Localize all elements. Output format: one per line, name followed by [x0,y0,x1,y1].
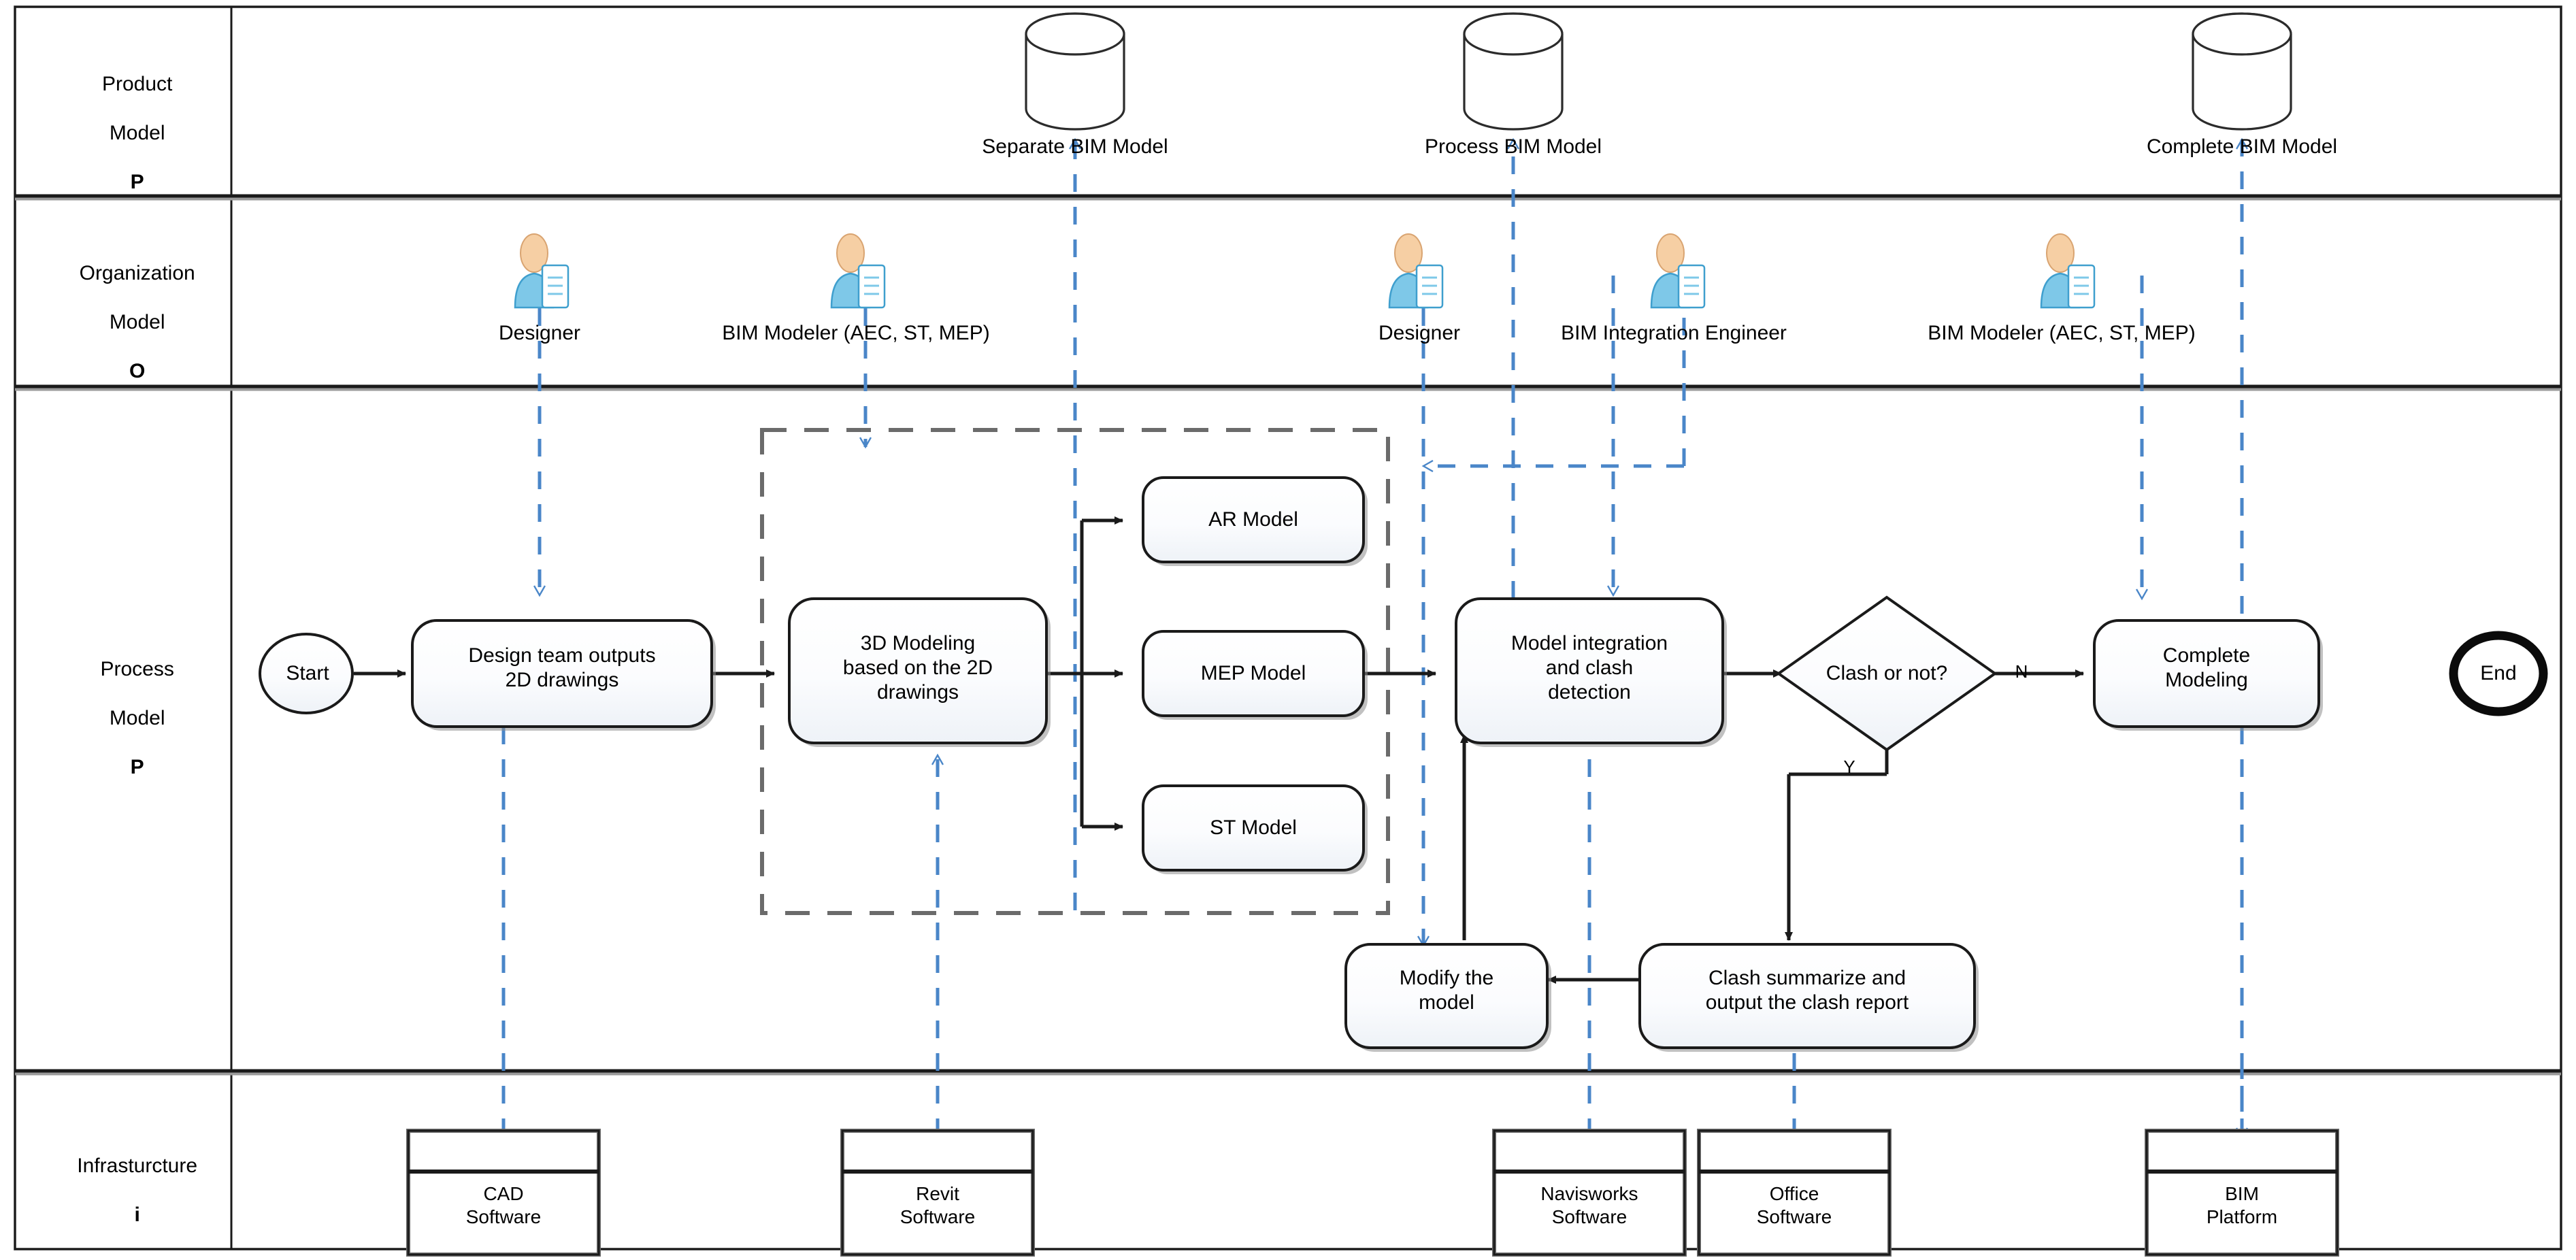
product-model-label-complete: Complete BIM Model [2146,135,2338,158]
node-st-model[interactable] [1142,784,1368,874]
product-model-cylinder-process [1463,12,1564,131]
swimlane-frame [14,5,2562,1250]
actor-icon-bim-modeler-2 [2040,233,2096,309]
infra-shape-cad[interactable] [406,1129,601,1257]
actor-icon-designer-1 [514,233,569,309]
swimlane-label-organization: Organization Model O [20,237,231,408]
node-ar-model[interactable] [1142,476,1368,566]
role-label-designer-1: Designer [498,322,581,344]
node-mep-model[interactable] [1142,630,1368,720]
node-label-mep-model: MEP Model [1200,662,1306,684]
role-label-bim-integration-engineer: BIM Integration Engineer [1561,322,1787,344]
modeling-group-box [760,428,1390,915]
product-model-label-process: Process BIM Model [1424,135,1602,158]
node-clash-report[interactable] [1638,943,1979,1052]
node-start[interactable] [259,633,354,714]
actor-icon-bim-integration-engineer [1650,233,1706,309]
node-integration-clash[interactable] [1455,597,1727,747]
swimlane-code-infrastructure: i [134,1204,140,1226]
node-label-integration-clash: Model integration and clash detection [1510,632,1668,703]
infra-label-revit: Revit Software [899,1183,976,1227]
node-label-clash-report: Clash summarize and output the clash rep… [1705,967,1909,1014]
node-label-clash-or-not: Clash or not? [1826,662,1948,684]
node-label-design-2d: Design team outputs 2D drawings [468,644,656,691]
node-complete-modeling[interactable] [2093,619,2323,731]
role-label-bim-modeler-2: BIM Modeler (AEC, ST, MEP) [1928,322,2196,344]
edge-label-branch-yes: Y [1843,757,1855,777]
product-model-label-separate: Separate BIM Model [982,135,1168,158]
swimlane-code-product: P [130,171,144,193]
node-label-start: Start [286,662,329,684]
infra-label-bim-platform: BIM Platform [2206,1183,2278,1227]
swimlane-label-product-line2: Model [109,122,165,144]
node-modeling-3d[interactable] [788,597,1051,747]
infra-label-cad: CAD Software [465,1183,542,1227]
edge-label-branch-no: N [2015,661,2028,682]
swimlane-label-process-line1: Process [100,658,174,680]
node-label-end: End [2480,662,2517,684]
node-label-modeling-3d: 3D Modeling based on the 2D drawings [842,632,993,703]
node-label-st-model: ST Model [1210,816,1297,839]
node-end[interactable] [2449,631,2548,716]
infra-shape-navisworks[interactable] [1492,1129,1687,1257]
swimlane-label-infrastructure-line1: Infrasturcture [77,1155,198,1177]
node-design-2d[interactable] [411,619,716,731]
control-flow-edges [354,516,2285,984]
node-modify-model[interactable] [1344,943,1551,1052]
swimlane-label-product: Product Model P [27,48,225,219]
node-label-complete-modeling: Complete Modeling [2162,644,2251,691]
swimlane-label-process-line2: Model [109,707,165,729]
swimlane-code-organization: O [129,360,146,382]
product-model-cylinder-complete [2192,12,2292,131]
infra-shape-revit[interactable] [840,1129,1035,1257]
actor-icon-designer-2 [1388,233,1444,309]
swimlane-label-organization-line2: Model [109,311,165,333]
infra-shape-office[interactable] [1697,1129,1892,1257]
node-clash-or-not[interactable] [1776,595,1998,752]
swimlane-label-process: Process Model P [27,633,225,804]
role-label-designer-2: Designer [1378,322,1461,344]
node-label-ar-model: AR Model [1208,508,1298,531]
infra-shape-bim-platform[interactable] [2145,1129,2339,1257]
product-model-cylinder-separate [1025,12,1125,131]
swimlane-label-organization-line1: Organization [79,262,195,284]
infra-label-navisworks: Navisworks Software [1540,1183,1638,1227]
swimlane-label-infrastructure: Infrasturcture i [18,1129,234,1252]
actor-icon-bim-modeler-1 [830,233,886,309]
swimlane-label-product-line1: Product [101,73,173,95]
swimlane-code-process: P [130,756,144,778]
node-label-modify-model: Modify the model [1399,967,1494,1014]
role-label-bim-modeler-1: BIM Modeler (AEC, ST, MEP) [722,322,990,344]
infra-label-office: Office Software [1756,1183,1832,1227]
